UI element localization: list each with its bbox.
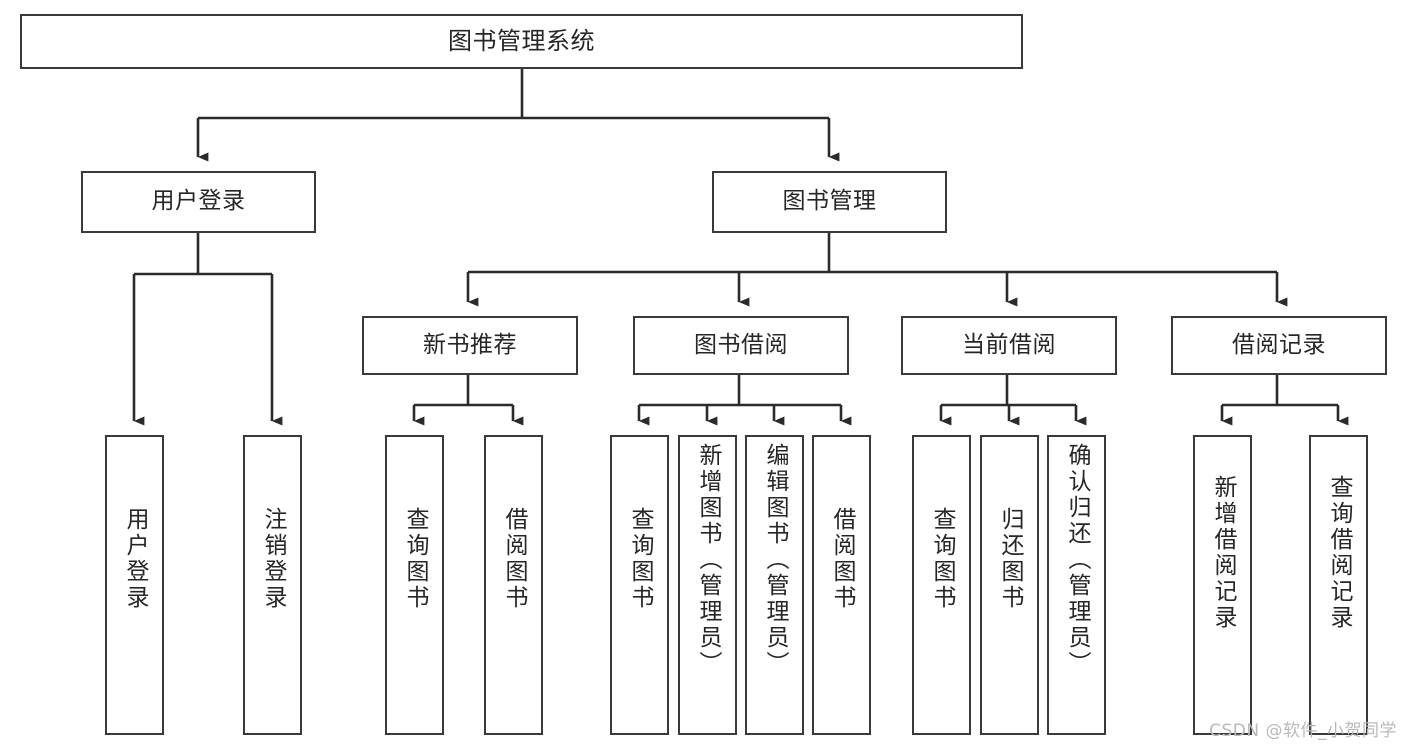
- node-label: 当前借阅: [962, 331, 1056, 358]
- node-label: 图书管理系统: [448, 27, 595, 56]
- node-leaf-add-record[interactable]: 新增借阅记录: [1193, 435, 1252, 735]
- node-label: 查询图书: [929, 507, 955, 611]
- node-label: 查询图书: [402, 507, 428, 611]
- node-label: 新书推荐: [423, 331, 517, 358]
- node-label: 借阅图书: [501, 507, 527, 611]
- node-book-borrow[interactable]: 图书借阅: [633, 316, 849, 375]
- node-leaf-logout-login[interactable]: 注销登录: [243, 435, 302, 735]
- node-root-book-management-system[interactable]: 图书管理系统: [20, 14, 1023, 69]
- node-label: 用户登录: [122, 507, 148, 611]
- node-leaf-edit-book[interactable]: 编辑图书（管理员）: [745, 435, 804, 735]
- node-borrow-record[interactable]: 借阅记录: [1171, 316, 1387, 375]
- node-current-borrow[interactable]: 当前借阅: [901, 316, 1117, 375]
- node-leaf-add-book[interactable]: 新增图书（管理员）: [678, 435, 737, 735]
- node-leaf-borrow-book-2[interactable]: 借阅图书: [812, 435, 871, 735]
- node-book-management[interactable]: 图书管理: [712, 171, 947, 233]
- node-label: 查询图书: [627, 507, 653, 611]
- node-label: 借阅记录: [1232, 331, 1326, 358]
- node-label: 查询借阅记录: [1326, 475, 1352, 631]
- node-label: 用户登录: [151, 188, 246, 215]
- node-label: 注销登录: [260, 507, 286, 611]
- node-leaf-query-book-2[interactable]: 查询图书: [610, 435, 669, 735]
- node-label: 新增借阅记录: [1210, 475, 1236, 631]
- node-label: 图书管理: [782, 188, 877, 215]
- node-new-book-recommend[interactable]: 新书推荐: [362, 316, 578, 375]
- node-label: 编辑图书（管理员）: [762, 443, 788, 677]
- node-label: 归还图书: [997, 507, 1023, 611]
- node-leaf-confirm-return[interactable]: 确认归还（管理员）: [1047, 435, 1106, 735]
- node-label: 确认归还（管理员）: [1064, 443, 1090, 677]
- node-leaf-query-book-1[interactable]: 查询图书: [385, 435, 444, 735]
- node-label: 借阅图书: [829, 507, 855, 611]
- csdn-watermark: CSDN @软件_小贺同学: [1209, 721, 1397, 741]
- node-label: 图书借阅: [694, 331, 788, 358]
- node-leaf-borrow-book-1[interactable]: 借阅图书: [484, 435, 543, 735]
- node-user-login[interactable]: 用户登录: [81, 171, 316, 233]
- node-leaf-user-login[interactable]: 用户登录: [105, 435, 164, 735]
- node-leaf-query-record[interactable]: 查询借阅记录: [1309, 435, 1368, 735]
- node-label: 新增图书（管理员）: [695, 443, 721, 677]
- node-leaf-return-book[interactable]: 归还图书: [980, 435, 1039, 735]
- node-leaf-query-book-3[interactable]: 查询图书: [912, 435, 971, 735]
